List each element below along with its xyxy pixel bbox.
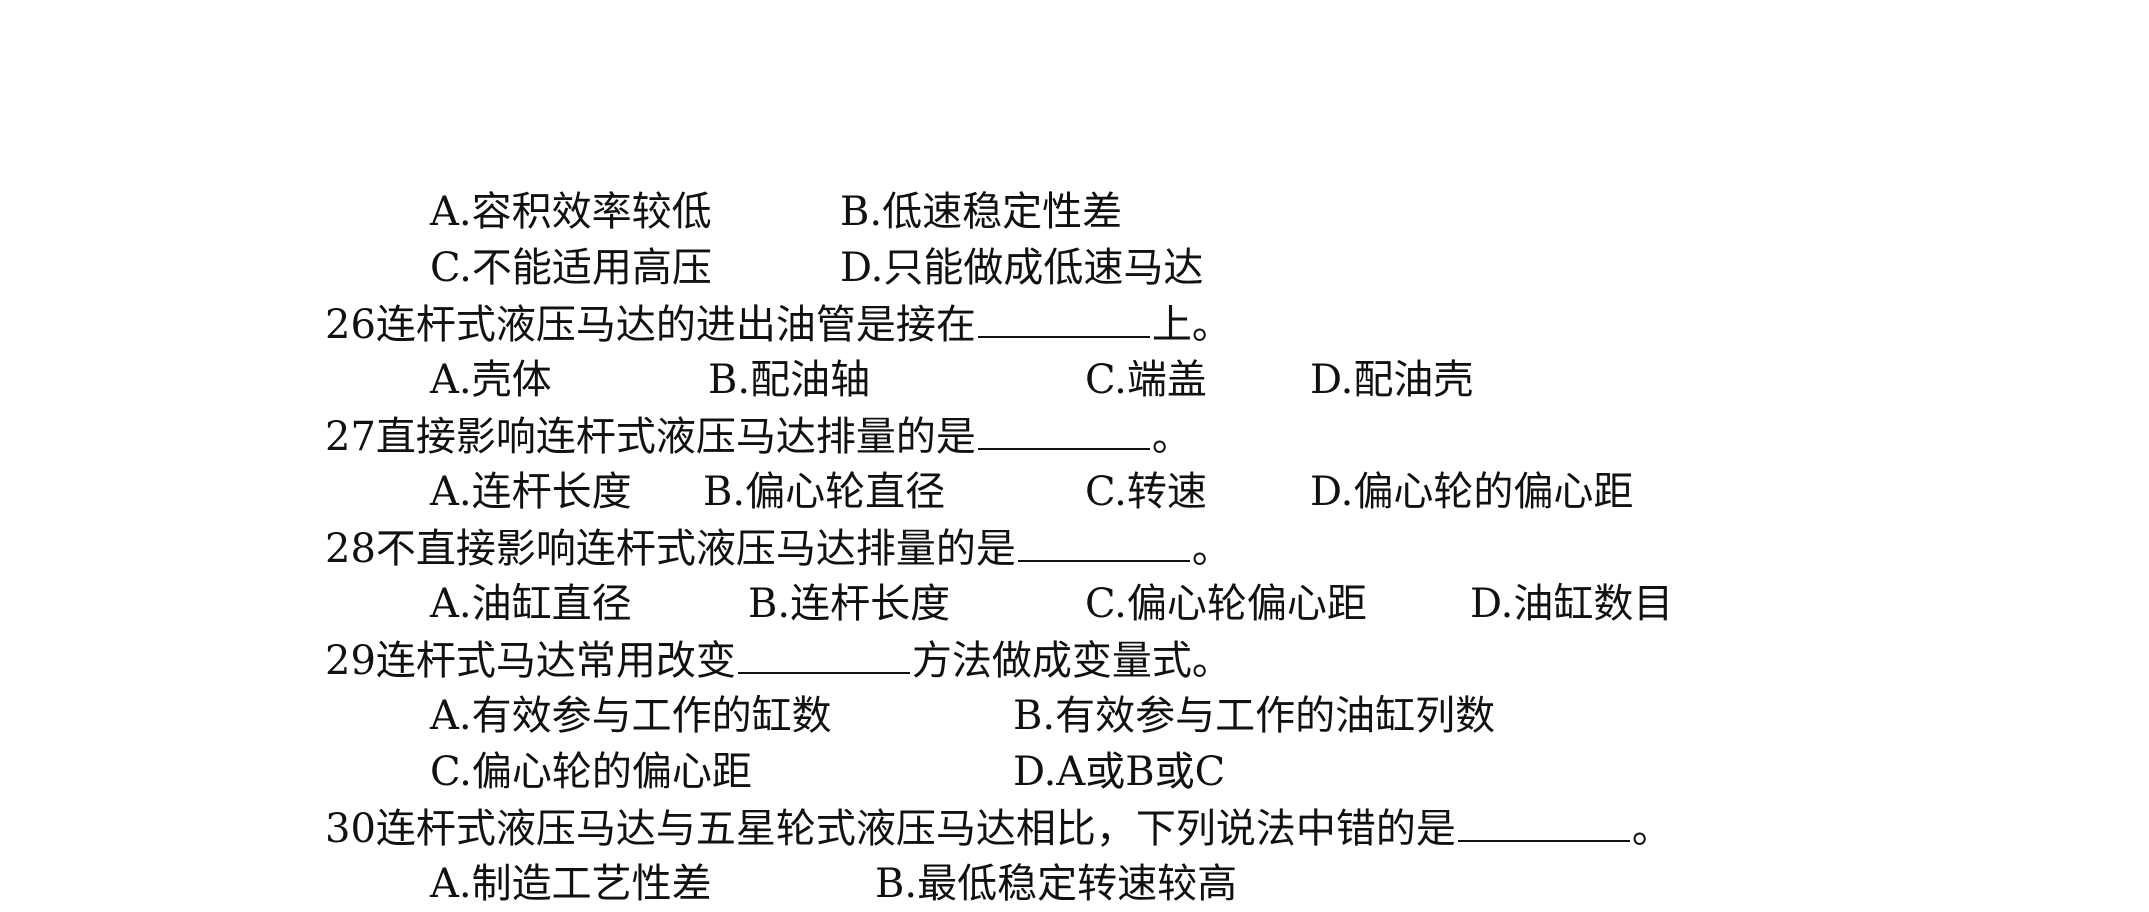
q26-stem-after: 上。 bbox=[1151, 302, 1232, 348]
q29-stem-before: 29连杆式马达常用改变 bbox=[325, 638, 736, 684]
q28-option-c: C.偏心轮偏心距 bbox=[1085, 581, 1367, 627]
q28-option-a: A.油缸直径 bbox=[430, 581, 632, 627]
q29-option-d: D.A或B或C bbox=[1013, 749, 1226, 795]
q27-answer-blank bbox=[977, 408, 1150, 450]
q30-stem-after: 。 bbox=[1631, 806, 1672, 852]
q27-stem-before: 27直接影响连杆式液压马达排量的是 bbox=[325, 414, 976, 460]
q26-option-a: A.壳体 bbox=[430, 357, 552, 403]
q28-stem-after: 。 bbox=[1191, 526, 1232, 572]
q30-option-b: B.最低稳定转速较高 bbox=[875, 861, 1238, 907]
q25-option-b: B.低速稳定性差 bbox=[840, 189, 1123, 235]
q26-stem-before: 26连杆式液压马达的进出油管是接在 bbox=[325, 302, 976, 348]
q28-answer-blank bbox=[1017, 520, 1190, 562]
q28-stem-before: 28不直接影响连杆式液压马达排量的是 bbox=[325, 526, 1016, 572]
q29-answer-blank bbox=[737, 632, 910, 674]
q29-option-b: B.有效参与工作的油缸列数 bbox=[1013, 693, 1496, 739]
q27-option-c: C.转速 bbox=[1085, 469, 1207, 515]
q28-option-d: D.油缸数目 bbox=[1470, 581, 1674, 627]
q26-answer-blank bbox=[977, 296, 1150, 338]
q29-option-a: A.有效参与工作的缸数 bbox=[430, 693, 832, 739]
q27-option-d: D.偏心轮的偏心距 bbox=[1310, 469, 1634, 515]
q30-answer-blank bbox=[1457, 800, 1630, 842]
q29-stem-after: 方法做成变量式。 bbox=[911, 638, 1232, 684]
q30-stem-before: 30连杆式液压马达与五星轮式液压马达相比，下列说法中错的是 bbox=[325, 806, 1456, 852]
question-28-stem: 28不直接影响连杆式液压马达排量的是 。 bbox=[325, 520, 1232, 576]
q28-option-b: B.连杆长度 bbox=[748, 581, 951, 627]
question-27-stem: 27直接影响连杆式液压马达排量的是 。 bbox=[325, 408, 1192, 464]
question-30-stem: 30连杆式液压马达与五星轮式液压马达相比，下列说法中错的是 。 bbox=[325, 800, 1672, 856]
q30-option-a: A.制造工艺性差 bbox=[430, 861, 712, 907]
question-26-stem: 26连杆式液压马达的进出油管是接在 上。 bbox=[325, 296, 1232, 352]
q29-option-c: C.偏心轮的偏心距 bbox=[430, 749, 752, 795]
q26-option-c: C.端盖 bbox=[1085, 357, 1207, 403]
q27-option-b: B.偏心轮直径 bbox=[703, 469, 946, 515]
q25-option-c: C.不能适用高压 bbox=[430, 245, 712, 291]
q25-option-d: D.只能做成低速马达 bbox=[840, 245, 1204, 291]
q27-stem-after: 。 bbox=[1151, 414, 1192, 460]
q26-option-d: D.配油壳 bbox=[1310, 357, 1474, 403]
q26-option-b: B.配油轴 bbox=[708, 357, 871, 403]
question-29-stem: 29连杆式马达常用改变 方法做成变量式。 bbox=[325, 632, 1232, 688]
q27-option-a: A.连杆长度 bbox=[430, 469, 632, 515]
q25-option-a: A.容积效率较低 bbox=[430, 189, 712, 235]
